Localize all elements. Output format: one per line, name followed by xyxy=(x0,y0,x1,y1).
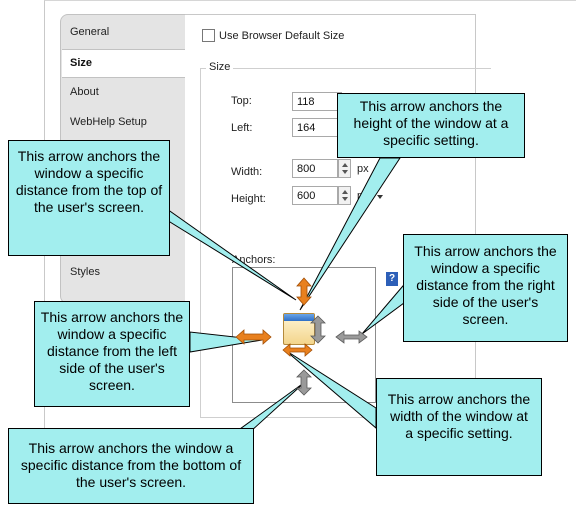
sidebar-item-webhelp-setup[interactable]: WebHelp Setup xyxy=(70,116,147,128)
height-label: Height: xyxy=(231,193,266,205)
left-field[interactable]: 164 xyxy=(292,118,342,137)
callout-pointer-height xyxy=(299,157,401,311)
callout-right-distance: This arrow anchors the window a specific… xyxy=(403,234,568,342)
sidebar-item-about[interactable]: About xyxy=(70,86,99,98)
size-group-title: Size xyxy=(206,61,234,73)
use-default-size-checkbox[interactable] xyxy=(202,29,215,42)
left-anchor-arrow xyxy=(235,329,272,345)
callout-width-setting: This arrow anchors the width of the wind… xyxy=(376,378,542,476)
callout-pointer-right xyxy=(361,278,409,335)
callout-pointer-left xyxy=(189,331,263,353)
bottom-anchor-arrow xyxy=(296,369,312,396)
width-anchor-arrow xyxy=(282,343,313,357)
height-field[interactable]: 600 xyxy=(292,186,338,205)
callout-bottom-distance: This arrow anchors the window a specific… xyxy=(8,428,254,504)
sidebar-item-label: Size xyxy=(70,57,93,69)
callout-top-distance: This arrow anchors the window a specific… xyxy=(8,140,170,256)
use-default-size-label: Use Browser Default Size xyxy=(219,30,345,42)
width-field[interactable]: 800 xyxy=(292,159,338,178)
sidebar-item-styles[interactable]: Styles xyxy=(70,266,100,278)
help-icon[interactable]: ? xyxy=(386,272,398,286)
height-spinner[interactable] xyxy=(338,186,351,205)
width-unit-select[interactable]: px xyxy=(357,163,369,175)
right-anchor-arrow xyxy=(335,330,368,344)
chevron-down-icon[interactable] xyxy=(377,195,383,199)
top-anchor-arrow xyxy=(296,277,312,306)
width-spinner[interactable] xyxy=(338,159,351,178)
width-label: Width: xyxy=(231,166,263,178)
left-label: Left: xyxy=(231,122,253,134)
size-group xyxy=(200,68,491,418)
sidebar-item-general[interactable]: General xyxy=(70,26,110,38)
window-title-bar xyxy=(284,314,314,321)
callout-height-setting: This arrow anchors the height of the win… xyxy=(337,93,525,158)
window-icon xyxy=(283,313,315,345)
top-label: Top: xyxy=(231,95,252,107)
height-anchor-arrow xyxy=(310,315,326,344)
callout-left-distance: This arrow anchors the window a specific… xyxy=(34,301,190,407)
sidebar-item-size[interactable]: Size xyxy=(62,49,186,78)
